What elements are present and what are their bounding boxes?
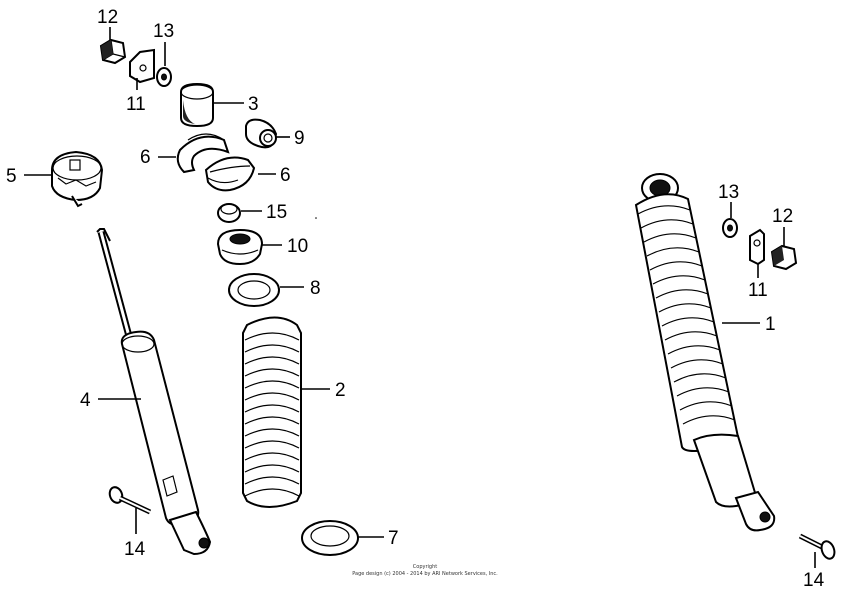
part-11-lock-plate-left (129, 48, 155, 84)
part-11-lock-plate-right (749, 228, 765, 266)
callout-13-left: 13 (153, 21, 174, 42)
callout-6-lower: 6 (280, 165, 291, 186)
assembled-spring-coils (637, 205, 736, 425)
callout-11-right: 11 (748, 280, 768, 301)
part-6-half-collar-lower (204, 156, 256, 192)
callout-12-right: 12 (772, 206, 793, 227)
part-14-bolt-right (798, 533, 836, 560)
callout-14-left: 14 (124, 539, 146, 560)
callout-13-right: 13 (718, 182, 739, 203)
part-8-upper-spring-seat (228, 273, 280, 307)
callout-3: 3 (248, 94, 259, 115)
callout-12-left: 12 (97, 7, 118, 28)
part-7-lower-spring-seat (301, 520, 359, 556)
callout-1: 1 (765, 314, 776, 335)
part-15-nut (217, 203, 241, 223)
part-13-washer-right (722, 218, 738, 238)
callout-4: 4 (80, 390, 91, 411)
callout-7: 7 (388, 528, 399, 549)
spring-coils (244, 332, 300, 497)
part-4-damper-unit (96, 228, 212, 556)
callout-15: 15 (266, 202, 287, 223)
part-6-half-collar-upper (176, 133, 230, 174)
callout-6-upper: 6 (140, 147, 151, 168)
part-13-washer-left (156, 67, 172, 87)
callout-2: 2 (335, 380, 346, 401)
callout-11-left: 11 (126, 94, 146, 115)
callout-14-right: 14 (803, 570, 825, 591)
part-12-cap-nut-right (770, 244, 798, 271)
part-3-upper-bushing (180, 82, 214, 128)
callout-10: 10 (287, 236, 308, 257)
part-1-rear-shock-assembly (634, 173, 776, 532)
callout-5: 5 (6, 166, 17, 187)
part-2-coil-spring (242, 316, 302, 508)
part-14-bolt-left (108, 486, 152, 515)
callout-9: 9 (294, 128, 305, 149)
part-5-spring-adjuster (51, 150, 104, 208)
part-12-cap-nut-left (99, 38, 127, 65)
callout-8: 8 (310, 278, 321, 299)
part-10-rubber-stop (216, 228, 264, 266)
part-9-collar-bushing (245, 118, 278, 149)
copyright-line-1: Copyright (412, 564, 438, 570)
copyright-line-2: Page design (c) 2004 - 2014 by ARI Netwo… (352, 571, 498, 577)
